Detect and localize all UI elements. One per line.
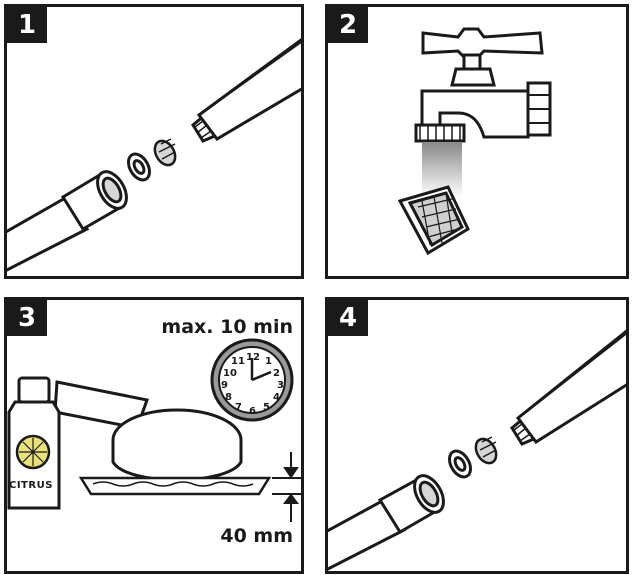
depth-dimension (272, 452, 301, 522)
faucet-icon (414, 27, 552, 143)
clock-number: 8 (225, 392, 232, 403)
clock-number: 1 (265, 356, 272, 367)
clock-number: 7 (235, 402, 242, 413)
filter-screen-icon (397, 185, 470, 256)
bottle-label: CITRUS (9, 480, 53, 491)
step-2-panel: 2 (325, 4, 629, 279)
hose-icon (328, 474, 445, 571)
step-3-illustration: 12 1 2 3 4 5 6 7 8 9 10 11 (7, 338, 301, 522)
step-number: 2 (328, 7, 368, 43)
soak-time-label: max. 10 min (161, 316, 293, 338)
step-number: 3 (7, 300, 47, 336)
filter-screen-icon (474, 436, 498, 465)
clock-icon: 12 1 2 3 4 5 6 7 8 9 10 11 (210, 338, 294, 422)
filter-screen-icon (153, 138, 177, 167)
washer-icon (448, 449, 472, 479)
step-1-illustration (7, 38, 301, 272)
step-3-panel: 3 max. 10 min 40 mm (4, 297, 304, 574)
clock-number: 10 (223, 368, 237, 379)
shower-handle-icon (53, 380, 243, 482)
hose-icon (7, 170, 128, 272)
clock-number: 11 (231, 356, 245, 367)
clock-number: 5 (263, 402, 270, 413)
step-2-illustration (397, 27, 552, 256)
clock-number: 3 (277, 380, 284, 391)
clock-hand-minute (251, 370, 272, 382)
clock-number: 2 (273, 368, 280, 379)
step-1-panel: 1 (4, 4, 304, 279)
shower-handle-icon (191, 38, 301, 143)
clock-numbers: 12 1 2 3 4 5 6 7 8 9 10 11 (221, 352, 284, 417)
step-4-illustration (328, 329, 626, 571)
clock-number: 9 (221, 380, 228, 391)
step-number: 4 (328, 300, 368, 336)
soak-depth-label: 40 mm (220, 525, 293, 547)
shower-handle-icon (510, 329, 626, 446)
citrus-bottle-icon (7, 376, 61, 510)
step-4-panel: 4 (325, 297, 629, 574)
clock-number: 4 (273, 392, 280, 403)
soak-tray (78, 476, 272, 496)
washer-icon (127, 152, 151, 182)
clock-number: 6 (249, 406, 256, 417)
clock-number: 12 (246, 352, 260, 363)
step-number: 1 (7, 7, 47, 43)
